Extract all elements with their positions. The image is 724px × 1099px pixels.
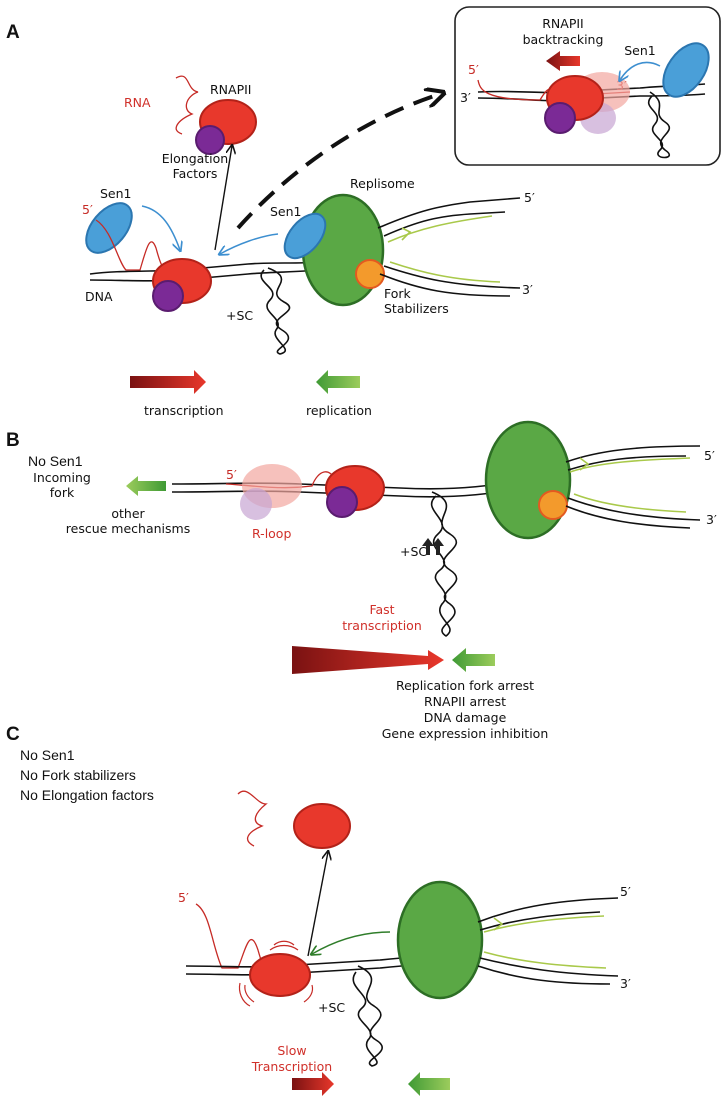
inset-sen1-label: Sen1	[624, 43, 656, 58]
rloop-ghost-elongation	[240, 488, 272, 520]
three-prime-b: 3′	[706, 512, 717, 527]
sc-increase-arrows	[422, 538, 444, 555]
other-label-line2: rescue mechanisms	[66, 521, 190, 536]
three-prime-a: 3′	[522, 282, 533, 297]
released-rnapii-c	[293, 803, 351, 849]
inset-five-prime: 5′	[468, 62, 479, 77]
consequence-item: DNA damage	[424, 710, 507, 725]
inset-sen1	[662, 42, 710, 98]
supercoil-a	[260, 267, 291, 355]
fork-label-line2: Stabilizers	[384, 301, 449, 316]
fork-label-line1: Fork	[384, 286, 412, 301]
five-prime-a: 5′	[524, 190, 535, 205]
inset-supercoil	[648, 91, 671, 159]
other-label-line1: other	[111, 506, 145, 521]
sen1-left-label: Sen1	[100, 186, 132, 201]
sen1-left	[85, 202, 133, 254]
elongation-factor-b	[326, 486, 358, 518]
release-arrow-c	[307, 852, 328, 957]
incoming-fork-arrow	[126, 476, 166, 496]
inset-box: RNAPII backtracking Sen1 5′ 3′ 3′	[454, 6, 721, 166]
panel-c-condition: No Elongation factors	[20, 787, 154, 803]
released-rna	[175, 75, 199, 135]
rna-five-prime-c: 5′	[178, 890, 189, 905]
replication-arrow-c	[408, 1072, 450, 1096]
fast-transcription-arrow	[292, 646, 444, 674]
inset-title-line1: RNAPII	[542, 16, 584, 31]
sc-label-b: +SC	[400, 544, 427, 559]
sc-label-c: +SC	[318, 1000, 345, 1015]
rloop-label: R-loop	[252, 526, 291, 541]
replication-arrow-b	[452, 648, 495, 672]
slow-label-line1: Slow	[277, 1043, 306, 1058]
panel-a-letter: A	[6, 22, 20, 43]
elongation-factor-a	[152, 280, 184, 312]
incoming-label-line1: Incoming	[33, 470, 91, 485]
slow-transcription-arrow	[292, 1072, 334, 1096]
three-prime-c: 3′	[620, 976, 631, 991]
slow-label-line2: Transcription	[251, 1059, 332, 1074]
panel-b-condition: No Sen1	[28, 453, 83, 469]
elongation-label-line1: Elongation	[162, 151, 228, 166]
replisome-b	[484, 420, 572, 540]
fork-stabilizer-a	[355, 259, 385, 289]
rna-five-prime-b: 5′	[226, 467, 237, 482]
rna-label: RNA	[124, 95, 151, 110]
released-elongation-factor	[195, 125, 225, 155]
consequence-item: Gene expression inhibition	[382, 726, 549, 741]
sc-label-a: +SC	[226, 308, 253, 323]
stalled-vibration-marks	[238, 940, 314, 1007]
panel-b-letter: B	[6, 430, 20, 451]
transcription-label: transcription	[144, 403, 224, 418]
replication-arrow-a	[316, 370, 360, 394]
sen1-replisome	[283, 212, 327, 260]
fast-label-line1: Fast	[369, 602, 394, 617]
sen1-left-arrow	[141, 205, 180, 250]
supercoil-b	[430, 491, 458, 637]
released-rna-c	[237, 790, 268, 847]
dna-label: DNA	[85, 289, 113, 304]
panel-c-letter: C	[6, 724, 20, 745]
replisome-push-arrow-c	[312, 931, 391, 954]
release-arrow	[214, 146, 232, 251]
fork-stabilizer-b	[538, 490, 568, 520]
replication-label: replication	[306, 403, 372, 418]
rnapii-label: RNAPII	[210, 82, 252, 97]
incoming-label-line2: fork	[50, 485, 75, 500]
fast-label-line2: transcription	[342, 618, 422, 633]
inset-title-line2: backtracking	[523, 32, 604, 47]
panel-c-condition: No Fork stabilizers	[20, 767, 136, 783]
elongation-label-line2: Factors	[173, 166, 218, 181]
sen1-replisome-arrow	[220, 233, 279, 254]
replisome-c	[396, 880, 484, 1000]
replisome-label: Replisome	[350, 176, 415, 191]
inset-three-prime-dna: 3′	[460, 90, 471, 105]
consequence-item: RNAPII arrest	[424, 694, 506, 709]
consequences-list: Replication fork arrest RNAPII arrest DN…	[382, 678, 549, 741]
inset-elongation-factor	[544, 102, 576, 134]
supercoil-c	[352, 965, 383, 1067]
rnapii-c	[249, 953, 311, 997]
inset-sen1-arrow	[620, 61, 661, 80]
transcription-arrow-a	[130, 370, 206, 394]
sen1-replisome-label: Sen1	[270, 204, 302, 219]
five-prime-b: 5′	[704, 448, 715, 463]
panel-c-condition: No Sen1	[20, 747, 75, 763]
five-prime-c: 5′	[620, 884, 631, 899]
consequence-item: Replication fork arrest	[396, 678, 534, 693]
rna-five-prime: 5′	[82, 202, 93, 217]
backtracking-arrow	[546, 51, 580, 71]
